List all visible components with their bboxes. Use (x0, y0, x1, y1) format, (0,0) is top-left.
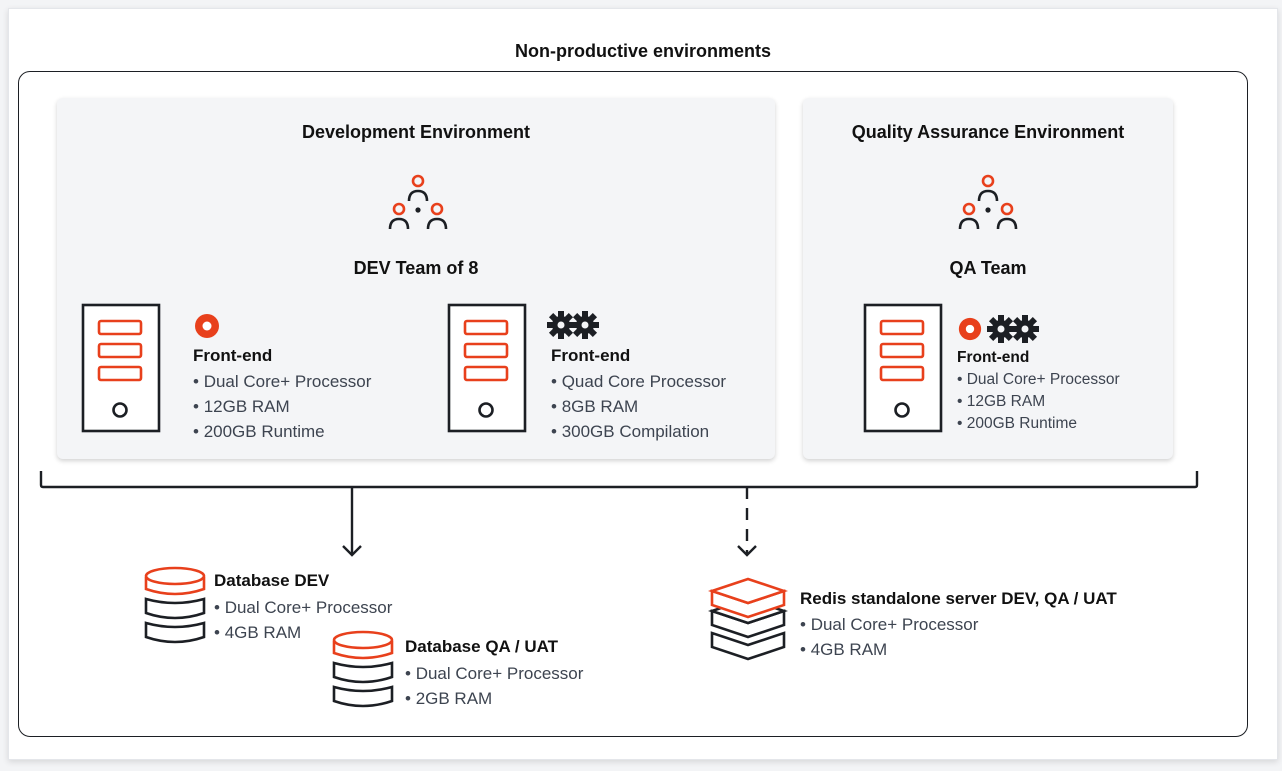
database-spec-list: Dual Core+ Processor 4GB RAM (214, 595, 393, 645)
diagram-canvas: Non-productive environments Development … (8, 8, 1278, 760)
dev-environment-panel: Development Environment DEV Team of 8 Fr… (57, 98, 775, 459)
spec-item: Dual Core+ Processor (800, 612, 979, 637)
runtime-dot-icon (195, 314, 219, 338)
team-network-icon (388, 174, 448, 230)
spec-item: 12GB RAM (193, 394, 371, 419)
database-title: Database DEV (214, 571, 330, 590)
server-tower-icon (447, 303, 527, 433)
server-spec-list: Dual Core+ Processor 12GB RAM 200GB Runt… (957, 369, 1120, 435)
grouping-brace (39, 471, 1199, 489)
server-title: Front-end (193, 346, 273, 365)
stacked-server-icon (708, 577, 788, 661)
server-title: Front-end (957, 349, 1030, 366)
server-title: Front-end (551, 346, 631, 365)
redis-title: Redis standalone server DEV, QA / UAT (800, 589, 1117, 608)
connector-lines (39, 471, 1199, 557)
spec-item: Dual Core+ Processor (405, 661, 584, 686)
gears-icon (987, 315, 1039, 343)
spec-item: 12GB RAM (957, 391, 1120, 413)
server-spec-list: Quad Core Processor 8GB RAM 300GB Compil… (551, 369, 726, 444)
spec-item: Quad Core Processor (551, 369, 726, 394)
database-title: Database QA / UAT (405, 637, 559, 656)
spec-item: 8GB RAM (551, 394, 726, 419)
redis-spec-list: Dual Core+ Processor 4GB RAM (800, 612, 979, 662)
dashed-arrow-head (737, 545, 757, 557)
environments-frame (18, 71, 1248, 737)
dev-team-label: DEV Team of 8 (353, 258, 479, 278)
qa-environment-title: Quality Assurance Environment (851, 122, 1125, 142)
team-network-icon (958, 174, 1018, 230)
server-tower-icon (863, 303, 943, 433)
spec-item: 2GB RAM (405, 686, 583, 711)
gears-icon (547, 311, 599, 339)
spec-item: Dual Core+ Processor (193, 369, 372, 394)
spec-item: 300GB Compilation (551, 419, 726, 444)
qa-team-label: QA Team (949, 258, 1027, 278)
dev-environment-title: Development Environment (301, 122, 531, 142)
spec-item: Dual Core+ Processor (214, 595, 393, 620)
qa-environment-panel: Quality Assurance Environment QA Team (803, 98, 1173, 459)
database-icon (332, 630, 394, 708)
server-tower-icon (81, 303, 161, 433)
spec-item: 200GB Runtime (957, 413, 1120, 435)
server-spec-list: Dual Core+ Processor 12GB RAM 200GB Runt… (193, 369, 372, 444)
solid-arrow-head (342, 545, 362, 557)
runtime-dot-icon (958, 317, 982, 341)
spec-item: 4GB RAM (214, 620, 392, 645)
diagram-title: Non-productive environments (514, 41, 772, 61)
spec-item: 200GB Runtime (193, 419, 371, 444)
spec-item: Dual Core+ Processor (957, 369, 1120, 391)
spec-item: 4GB RAM (800, 637, 978, 662)
database-icon (144, 566, 206, 644)
database-spec-list: Dual Core+ Processor 2GB RAM (405, 661, 584, 711)
